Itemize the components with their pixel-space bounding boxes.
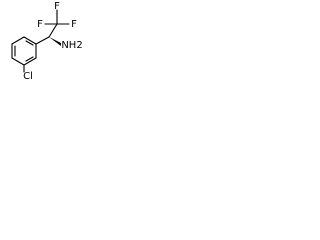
ring-to-stereocenter-bond [35, 36, 50, 45]
ring-bond-4 [23, 57, 37, 66]
fluorine-left-label: F [37, 19, 43, 30]
amine-label: NH2 [61, 40, 82, 51]
stereocenter-to-cf3-bond [48, 23, 58, 38]
fluorine-top-label: F [54, 1, 60, 12]
fluorine-right-label: F [71, 19, 77, 30]
wedge-bond-amine [49, 37, 61, 46]
chemical-structure: F F F NH2 Cl [11, 1, 83, 82]
ring-double-inner-3 [25, 40, 34, 46]
benzene-ring [11, 36, 37, 66]
ring-bond-6 [23, 36, 37, 45]
ring-double-inner-2 [25, 56, 34, 62]
ring-bond-3 [11, 57, 25, 66]
chlorine-label: Cl [23, 71, 33, 82]
ring-bond-1 [11, 36, 25, 45]
